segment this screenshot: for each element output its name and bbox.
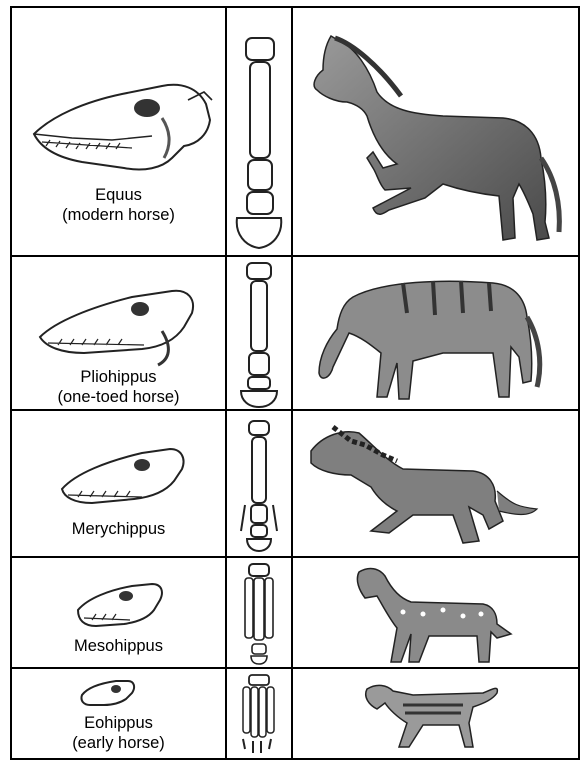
species-name: Pliohippus xyxy=(12,367,225,387)
species-note: (early horse) xyxy=(12,733,225,753)
equus-foot-bone-icon xyxy=(227,8,291,255)
species-name: Eohippus xyxy=(12,713,225,733)
animal-cell-pliohippus xyxy=(293,257,578,409)
animal-cell-mesohippus xyxy=(293,558,578,667)
species-note: (one-toed horse) xyxy=(12,387,225,407)
animal-cell-eohippus xyxy=(293,669,578,760)
foot-cell-eohippus xyxy=(227,669,291,760)
species-caption: Mesohippus xyxy=(12,636,225,656)
species-note: (modern horse) xyxy=(12,205,225,225)
species-name: Mesohippus xyxy=(12,636,225,656)
equus-horse-icon xyxy=(293,8,578,255)
species-name: Merychippus xyxy=(12,519,225,539)
species-caption: Pliohippus (one-toed horse) xyxy=(12,367,225,407)
merychippus-horse-icon xyxy=(293,411,578,556)
pliohippus-foot-bone-icon xyxy=(227,257,291,409)
skull-cell-merychippus: Merychippus xyxy=(12,411,225,556)
species-caption: Equus (modern horse) xyxy=(12,185,225,225)
skull-cell-mesohippus: Mesohippus xyxy=(12,558,225,667)
pliohippus-horse-icon xyxy=(293,257,578,409)
merychippus-foot-bone-icon xyxy=(227,411,291,556)
mesohippus-horse-icon xyxy=(293,558,578,667)
foot-cell-pliohippus xyxy=(227,257,291,409)
species-name: Equus xyxy=(12,185,225,205)
animal-cell-merychippus xyxy=(293,411,578,556)
skull-cell-equus: Equus (modern horse) xyxy=(12,8,225,255)
animal-cell-equus xyxy=(293,8,578,255)
skull-cell-eohippus: Eohippus (early horse) xyxy=(12,669,225,760)
eohippus-foot-bone-icon xyxy=(227,669,291,760)
foot-cell-merychippus xyxy=(227,411,291,556)
mesohippus-foot-bone-icon xyxy=(227,558,291,667)
foot-cell-mesohippus xyxy=(227,558,291,667)
skull-cell-pliohippus: Pliohippus (one-toed horse) xyxy=(12,257,225,409)
species-caption: Eohippus (early horse) xyxy=(12,713,225,753)
species-caption: Merychippus xyxy=(12,519,225,539)
foot-cell-equus xyxy=(227,8,291,255)
eohippus-horse-icon xyxy=(293,669,578,760)
